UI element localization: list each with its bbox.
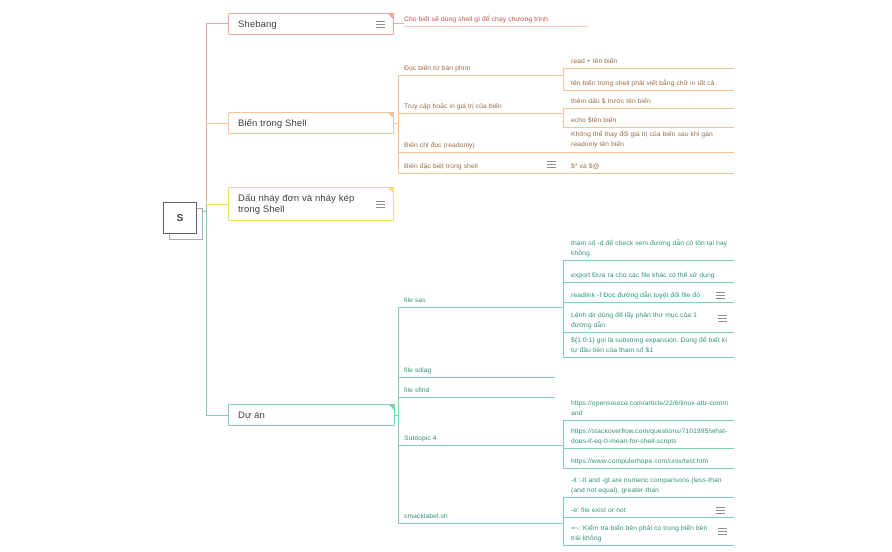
- notes-icon[interactable]: [716, 507, 725, 514]
- leaf-topic[interactable]: =~: Kiểm tra biến bên phải có trong biến…: [571, 525, 708, 542]
- leaf-topic[interactable]: export Đưa ra cho các file khác có thể s…: [571, 272, 715, 279]
- topic-bien-trong-shell[interactable]: Biến trong Shell: [228, 112, 394, 134]
- fold-corner-icon: [387, 112, 394, 119]
- connector-line: [206, 123, 229, 124]
- leaf-topic[interactable]: Không thể thay đổi giá trị của biến sau …: [571, 131, 713, 148]
- node-underline: [563, 468, 734, 469]
- leaf-topic[interactable]: https://opensource.com/article/22/6/linu…: [571, 400, 729, 417]
- connector-line: [395, 415, 398, 416]
- subtopic[interactable]: Biến đặc biệt trong shell: [404, 163, 478, 170]
- connector-line: [206, 23, 229, 24]
- node-underline: [563, 152, 734, 153]
- node-underline: [404, 26, 588, 27]
- node-underline: [563, 332, 734, 333]
- connector-line: [206, 204, 207, 415]
- connector-line: [563, 497, 564, 546]
- node-underline: [398, 397, 555, 398]
- connector-line: [206, 204, 229, 205]
- leaf-topic[interactable]: read + tên biến: [571, 58, 618, 65]
- topic-du-an[interactable]: Dự án: [228, 404, 395, 426]
- root-topic[interactable]: S: [163, 202, 197, 234]
- node-underline: [398, 445, 563, 446]
- topic-label: Dấu nháy đơn và nháy kép trong Shell: [238, 193, 355, 215]
- node-underline: [398, 173, 563, 174]
- node-underline: [563, 282, 734, 283]
- node-underline: [563, 357, 734, 358]
- connector-line: [563, 420, 564, 469]
- topic-shebang[interactable]: Shebang: [228, 13, 394, 35]
- subtopic[interactable]: Truy cập hoặc in giá trị của biến: [404, 103, 502, 110]
- node-underline: [563, 302, 734, 303]
- subtopic[interactable]: smacklabel.sh: [404, 513, 448, 520]
- leaf-topic[interactable]: -lt :-lt and -gt are numeric comparisons…: [571, 477, 722, 494]
- fold-corner-icon: [387, 13, 394, 20]
- node-underline: [563, 173, 734, 174]
- connector-line: [398, 307, 399, 524]
- root-label: S: [176, 212, 184, 224]
- leaf-topic[interactable]: https://www.computerhope.com/unix/test.h…: [571, 458, 709, 465]
- node-underline: [563, 545, 734, 546]
- topic-label: Biến trong Shell: [238, 117, 307, 129]
- node-underline: [563, 420, 734, 421]
- node-underline: [563, 517, 734, 518]
- topic-dau-nhay[interactable]: Dấu nháy đơn và nháy kép trong Shell: [228, 187, 394, 221]
- leaf-topic[interactable]: $* và $@: [571, 163, 600, 170]
- connector-line: [563, 108, 564, 128]
- subtopic[interactable]: Đọc biến từ bàn phím: [404, 65, 471, 72]
- connector-line: [206, 23, 207, 201]
- leaf-topic[interactable]: thêm dấu $ trước tên biến: [571, 98, 651, 105]
- connector-line: [398, 75, 399, 174]
- leaf-topic[interactable]: Lệnh dir dùng để lấy phần thư mục của 1 …: [571, 312, 697, 329]
- node-underline: [398, 75, 563, 76]
- node-underline: [398, 377, 555, 378]
- leaf-topic[interactable]: tên biến trong shell phải viết bằng chữ …: [571, 80, 715, 87]
- notes-icon[interactable]: [376, 201, 385, 208]
- fold-corner-icon: [387, 187, 394, 194]
- leaf-topic[interactable]: ${1:0:1} gọi là substring expansion. Dùn…: [571, 337, 728, 354]
- notes-icon[interactable]: [718, 528, 727, 535]
- notes-icon[interactable]: [547, 161, 556, 168]
- node-underline: [563, 68, 734, 69]
- connector-line: [394, 23, 404, 24]
- subtopic[interactable]: file sdiag: [404, 367, 432, 374]
- notes-icon[interactable]: [718, 315, 727, 322]
- node-underline: [563, 497, 734, 498]
- leaf-topic[interactable]: https://stackoverflow.com/questions/7101…: [571, 428, 728, 445]
- leaf-topic[interactable]: -e: file exist or not: [571, 507, 626, 514]
- node-underline: [563, 260, 734, 261]
- node-underline: [398, 523, 563, 524]
- topic-label: Dự án: [238, 409, 265, 421]
- node-underline: [563, 90, 734, 91]
- connector-line: [394, 123, 398, 124]
- connector-line: [206, 415, 229, 416]
- subtopic[interactable]: file sfind: [404, 387, 430, 394]
- topic-label: Shebang: [238, 18, 277, 30]
- node-underline: [398, 113, 563, 114]
- connector-line: [563, 260, 564, 358]
- subtopic[interactable]: file sas: [404, 297, 426, 304]
- node-underline: [398, 152, 563, 153]
- node-underline: [563, 108, 734, 109]
- leaf-topic[interactable]: echo $tên biến: [571, 117, 617, 124]
- notes-icon[interactable]: [376, 21, 385, 28]
- subtopic[interactable]: Subtopic 4: [404, 435, 437, 442]
- subtopic[interactable]: Biến chỉ đọc (readonly): [404, 142, 475, 149]
- notes-icon[interactable]: [716, 292, 725, 299]
- node-underline: [563, 448, 734, 449]
- connector-line: [563, 68, 564, 91]
- leaf-topic[interactable]: tham số -d để check xem đường dẫn có tồn…: [571, 240, 728, 257]
- leaf-topic[interactable]: Cho biết sẽ dùng shell gì để chạy chương…: [404, 16, 548, 23]
- connector-line: [206, 201, 207, 205]
- fold-corner-icon: [388, 404, 395, 411]
- leaf-topic[interactable]: readlink -f Đọc đường dẫn tuyệt đối file…: [571, 292, 701, 299]
- node-underline: [563, 127, 734, 128]
- node-underline: [398, 307, 563, 308]
